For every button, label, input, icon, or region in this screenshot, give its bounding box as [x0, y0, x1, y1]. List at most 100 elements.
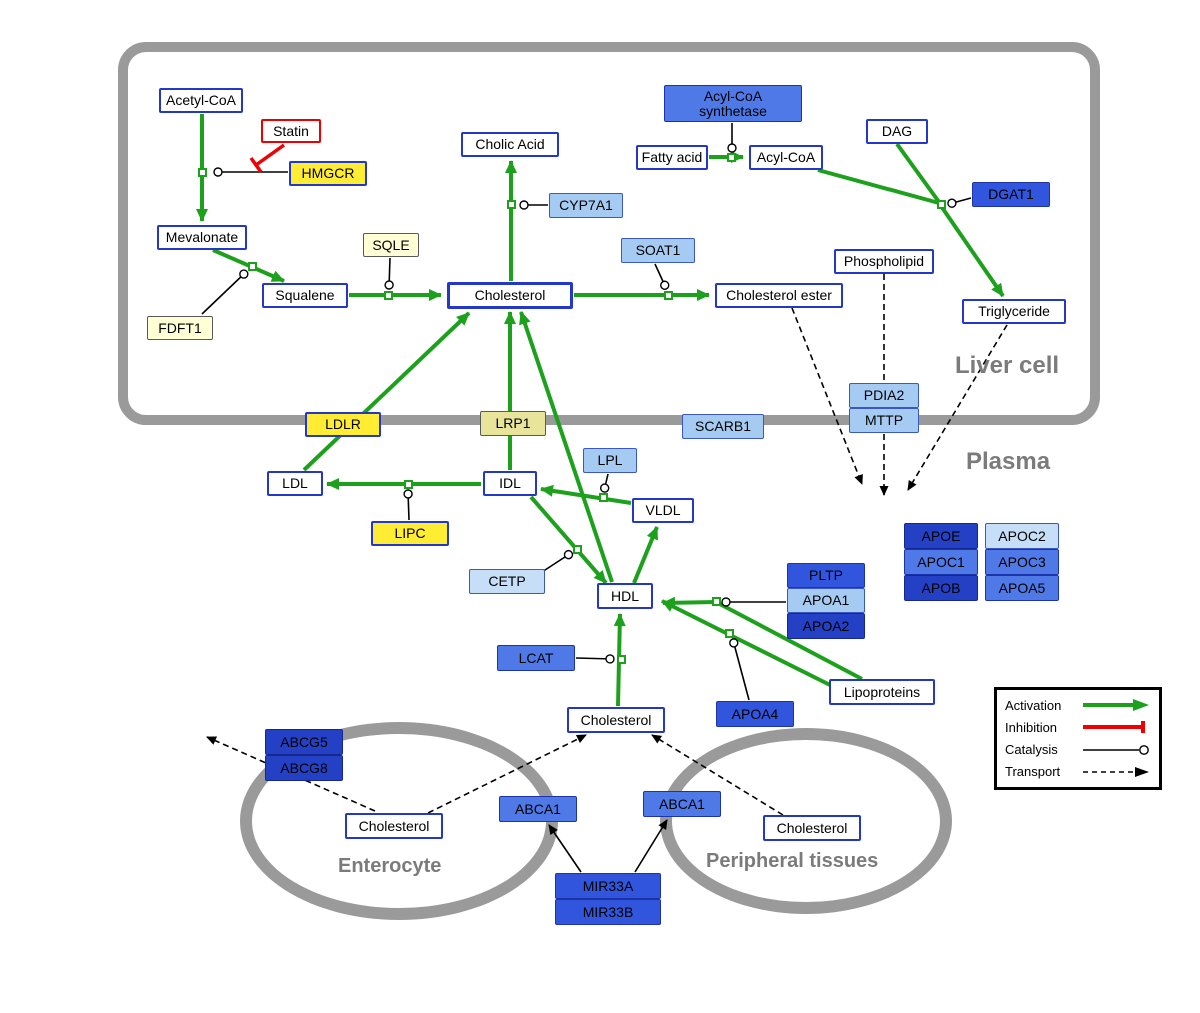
legend-inhibition-label: Inhibition [1005, 719, 1058, 735]
catalysis-circle-icon [1083, 744, 1149, 755]
node-apoa1[interactable]: APOA1 [787, 588, 865, 613]
node-abca1-enterocyte[interactable]: ABCA1 [499, 796, 577, 822]
reaction-anchor [599, 493, 608, 502]
edge-catalysis-fdft1 [201, 269, 249, 315]
node-apoa4[interactable]: APOA4 [716, 701, 794, 727]
node-ldlr[interactable]: LDLR [305, 412, 381, 437]
reaction-anchor [937, 200, 946, 209]
reaction-anchor [248, 262, 257, 271]
edge-inhibition-statin-bar [249, 156, 263, 174]
node-apoe[interactable]: APOE [904, 523, 978, 549]
node-cholic-acid[interactable]: Cholic Acid [461, 132, 559, 157]
node-cyp7a1[interactable]: CYP7A1 [549, 193, 623, 218]
edge-catalysis-sqle [384, 257, 394, 290]
node-acyl-coa[interactable]: Acyl-CoA [749, 145, 823, 170]
node-ldl[interactable]: LDL [267, 471, 323, 496]
reaction-anchor [384, 291, 393, 300]
node-cholesterol-enterocyte[interactable]: Cholesterol [345, 813, 443, 839]
reaction-anchor [712, 597, 721, 606]
node-lpl[interactable]: LPL [583, 448, 637, 473]
legend-activation-label: Activation [1005, 697, 1062, 713]
node-apoc1[interactable]: APOC1 [904, 549, 978, 575]
node-hmgcr[interactable]: HMGCR [289, 161, 367, 186]
node-cholesterol-liver[interactable]: Cholesterol [447, 282, 573, 309]
node-lrp1[interactable]: LRP1 [480, 411, 546, 436]
node-vldl[interactable]: VLDL [632, 498, 694, 523]
legend: Activation Inhibition Catalysis Transpor… [994, 687, 1162, 790]
reaction-anchor [507, 200, 516, 209]
node-squalene[interactable]: Squalene [262, 283, 348, 308]
node-phospholipid[interactable]: Phospholipid [834, 249, 934, 274]
edge-hdl-vldl [632, 526, 659, 584]
node-cetp[interactable]: CETP [469, 569, 545, 594]
node-soat1[interactable]: SOAT1 [621, 238, 695, 263]
node-lcat[interactable]: LCAT [497, 645, 575, 671]
node-pdia2[interactable]: PDIA2 [849, 383, 919, 408]
edge-inhibition-statin [254, 143, 286, 167]
edge-catalysis-lipc [403, 489, 413, 521]
plasma-label: Plasma [966, 448, 1051, 475]
node-abcg8[interactable]: ABCG8 [265, 755, 343, 781]
edge-catalysis-lcat [575, 654, 615, 664]
node-sqle[interactable]: SQLE [363, 233, 419, 257]
edge-hdl-cholesterol-liver [519, 311, 614, 583]
reaction-anchor [725, 629, 734, 638]
node-dag[interactable]: DAG [866, 119, 928, 144]
node-fdft1[interactable]: FDFT1 [147, 316, 213, 340]
node-cholesterol-ester[interactable]: Cholesterol ester [715, 283, 843, 308]
edge-catalysis-dgat1 [947, 197, 972, 208]
liver-cell-label: Liver cell [955, 352, 1060, 379]
node-mir33b[interactable]: MIR33B [555, 899, 661, 925]
reaction-anchor [573, 545, 582, 554]
node-apoa5[interactable]: APOA5 [985, 575, 1059, 601]
node-dgat1[interactable]: DGAT1 [972, 182, 1050, 207]
node-hdl[interactable]: HDL [597, 583, 653, 609]
legend-row-inhibition: Inhibition [1005, 717, 1151, 737]
activation-arrow-icon [1083, 699, 1149, 711]
node-acetyl-coa[interactable]: Acetyl-CoA [159, 88, 243, 113]
node-pltp[interactable]: PLTP [787, 563, 865, 588]
node-triglyceride[interactable]: Triglyceride [962, 299, 1066, 324]
node-abca1-peripheral[interactable]: ABCA1 [643, 791, 721, 817]
node-idl[interactable]: IDL [483, 471, 537, 496]
liver-cell-compartment [118, 42, 1100, 425]
node-apob[interactable]: APOB [904, 575, 978, 601]
node-lipoproteins[interactable]: Lipoproteins [829, 679, 935, 705]
legend-row-transport: Transport [1005, 762, 1151, 782]
legend-row-catalysis: Catalysis [1005, 740, 1151, 760]
edge-mir33-abca1-peripheral [634, 819, 668, 873]
node-apoc3[interactable]: APOC3 [985, 549, 1059, 575]
inhibition-tbar-icon [1083, 721, 1145, 734]
enterocyte-label: Enterocyte [338, 855, 442, 877]
edge-catalysis-lpl [599, 473, 610, 493]
node-cholesterol-plasma[interactable]: Cholesterol [567, 707, 665, 733]
node-fatty-acid[interactable]: Fatty acid [636, 145, 708, 170]
node-mttp[interactable]: MTTP [849, 408, 919, 433]
node-abcg5[interactable]: ABCG5 [265, 729, 343, 755]
reaction-anchor [727, 153, 736, 162]
legend-transport-label: Transport [1005, 764, 1061, 780]
edge-idl-hdl [529, 495, 608, 585]
node-apoa2[interactable]: APOA2 [787, 613, 865, 639]
node-apoc2[interactable]: APOC2 [985, 523, 1059, 549]
node-lipc[interactable]: LIPC [371, 521, 449, 546]
node-mevalonate[interactable]: Mevalonate [157, 225, 247, 250]
node-mir33a[interactable]: MIR33A [555, 873, 661, 899]
edge-catalysis-cetp [541, 549, 574, 573]
node-acyl-coa-synthetase[interactable]: Acyl-CoA synthetase [664, 85, 802, 122]
transport-dashed-arrow-icon [1083, 766, 1149, 777]
peripheral-tissues-label: Peripheral tissues [706, 850, 879, 872]
node-cholesterol-peripheral[interactable]: Cholesterol [763, 815, 861, 841]
edge-transport-triglyceride-plasma [907, 324, 1008, 491]
node-scarb1[interactable]: SCARB1 [682, 414, 764, 439]
edge-dag-junction [895, 142, 941, 204]
reaction-anchor [664, 291, 673, 300]
edge-transport-cholesterolester-plasma [791, 307, 863, 485]
reaction-anchor [404, 480, 413, 489]
node-statin[interactable]: Statin [261, 119, 321, 143]
edge-transport-peripheral-plasma [651, 734, 784, 816]
legend-row-activation: Activation [1005, 695, 1151, 715]
edge-junction-triglyceride [939, 204, 1005, 298]
edge-acylcoa-junction [817, 168, 940, 205]
